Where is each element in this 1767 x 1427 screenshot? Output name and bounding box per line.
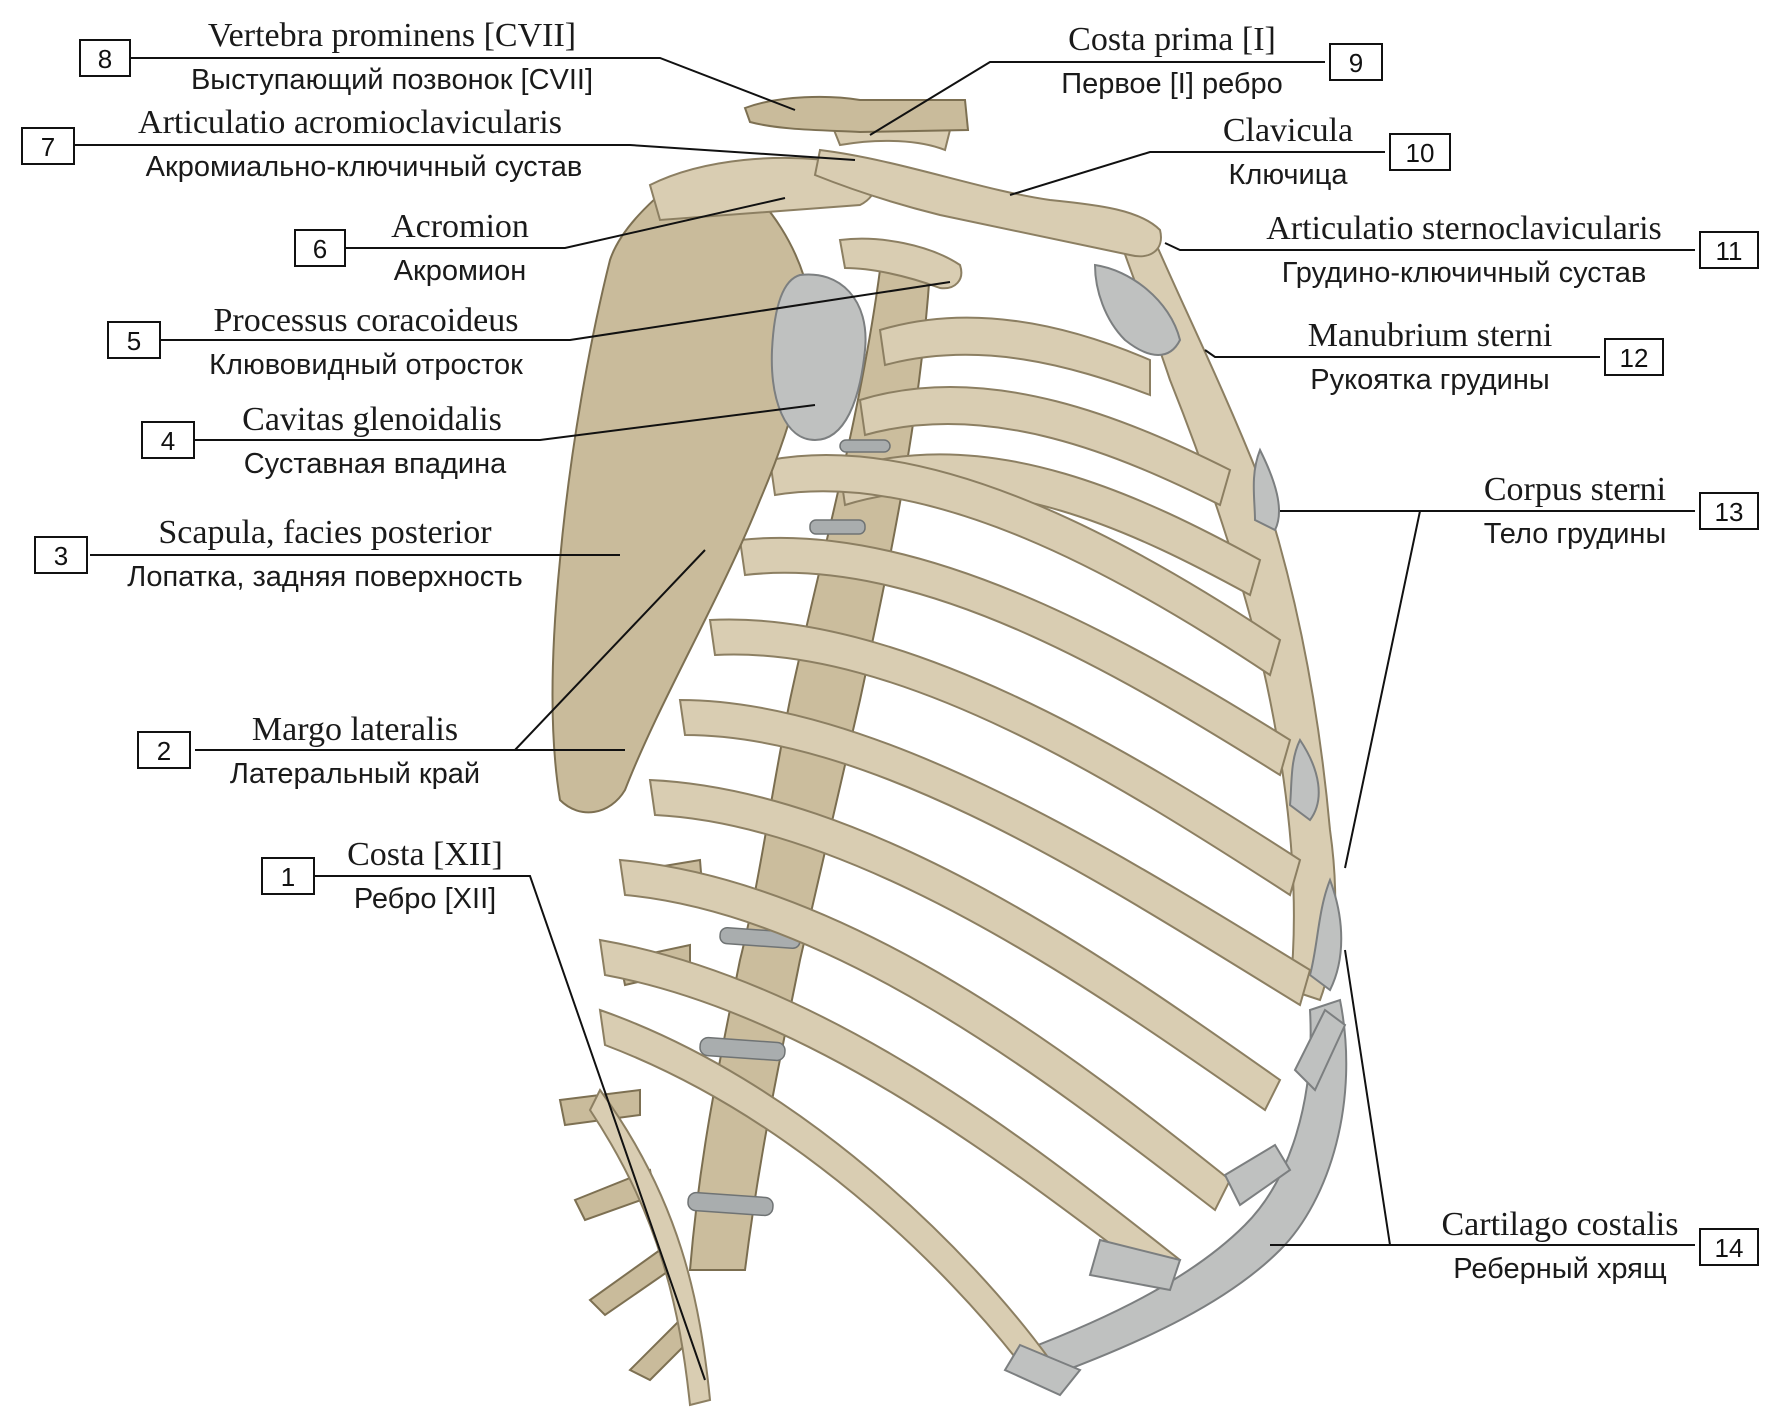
label-latin: Corpus sterni [1484, 471, 1666, 508]
label-russian: Грудино-ключичный сустав [1282, 257, 1647, 289]
label-number-box [79, 39, 131, 77]
label-number: 3 [54, 541, 68, 571]
vertebra-c7 [743, 95, 970, 134]
label-number-box [34, 536, 88, 574]
label-russian: Тело грудины [1484, 518, 1667, 550]
label-number: 10 [1406, 138, 1435, 168]
label-number: 14 [1715, 1233, 1744, 1263]
label-5: 5 Processus coracoideus Клювовидный отро… [107, 302, 523, 381]
label-number: 9 [1349, 48, 1363, 78]
label-1: 1 Costa [XII] Ребро [XII] [261, 836, 503, 915]
label-latin: Cartilago costalis [1441, 1206, 1678, 1243]
label-number: 4 [161, 426, 175, 456]
label-number-box [141, 421, 195, 459]
label-russian: Реберный хрящ [1453, 1253, 1667, 1285]
label-number-box [294, 229, 346, 267]
label-number-box [137, 731, 191, 769]
label-russian: Первое [I] ребро [1061, 68, 1283, 100]
leader-lines [75, 57, 1695, 1381]
ribs [588, 316, 1347, 1407]
label-russian: Ребро [XII] [354, 883, 496, 915]
label-number-box [261, 857, 315, 895]
label-russian: Акромиально-ключичный сустав [146, 151, 583, 183]
label-latin: Costa [XII] [347, 836, 503, 873]
label-russian: Выступающий позвонок [CVII] [191, 64, 593, 96]
label-russian: Латеральный край [230, 758, 480, 790]
label-number-box [1329, 43, 1383, 81]
label-number-box [107, 321, 161, 359]
label-number-box [21, 127, 75, 165]
label-10: 10 Clavicula Ключица [1223, 112, 1451, 191]
label-latin: Articulatio acromioclavicularis [138, 104, 562, 141]
label-6: 6 Acromion Акромион [294, 208, 529, 287]
label-russian: Ключица [1229, 159, 1349, 191]
label-number-box [1699, 492, 1759, 530]
label-number: 11 [1716, 236, 1743, 266]
label-number: 1 [281, 862, 295, 892]
label-8: 8 Vertebra prominens [CVII] Выступающий … [79, 17, 593, 96]
label-number: 12 [1620, 343, 1649, 373]
label-latin: Acromion [391, 208, 529, 245]
label-latin: Cavitas glenoidalis [242, 401, 502, 438]
label-russian: Клювовидный отросток [209, 349, 523, 381]
label-13: 13 Corpus sterni Тело грудины [1484, 471, 1759, 550]
label-latin: Costa prima [I] [1068, 21, 1276, 58]
label-latin: Vertebra prominens [CVII] [208, 17, 576, 54]
label-number: 2 [157, 736, 171, 766]
rib-cage-illustration [551, 95, 1348, 1407]
labels: 8 Vertebra prominens [CVII] Выступающий … [21, 17, 1759, 1285]
label-russian: Рукоятка грудины [1310, 364, 1549, 396]
label-14: 14 Cartilago costalis Реберный хрящ [1441, 1206, 1759, 1285]
label-latin: Clavicula [1223, 112, 1353, 149]
label-latin: Processus coracoideus [214, 302, 519, 339]
label-latin: Articulatio sternoclavicularis [1266, 210, 1662, 247]
label-number-box [1604, 338, 1664, 376]
label-number: 8 [98, 44, 112, 74]
label-russian: Суставная впадина [244, 448, 507, 480]
label-number-box [1699, 1228, 1759, 1266]
label-11: 11 Articulatio sternoclavicularis Грудин… [1266, 210, 1759, 289]
label-9: 9 Costa prima [I] Первое [I] ребро [1061, 21, 1383, 100]
label-number: 7 [41, 132, 55, 162]
clavicle [813, 148, 1162, 258]
label-7: 7 Articulatio acromioclavicularis Акроми… [21, 104, 583, 183]
label-latin: Manubrium sterni [1308, 317, 1553, 354]
label-russian: Лопатка, задняя поверхность [127, 561, 522, 593]
label-number-box [1699, 231, 1759, 269]
label-number: 5 [127, 326, 141, 356]
label-latin: Margo lateralis [252, 711, 458, 748]
label-2: 2 Margo lateralis Латеральный край [137, 711, 480, 790]
label-4: 4 Cavitas glenoidalis Суставная впадина [141, 401, 507, 480]
label-number-box [1389, 133, 1451, 171]
label-latin: Scapula, facies posterior [158, 514, 492, 551]
label-number: 13 [1715, 497, 1744, 527]
label-3: 3 Scapula, facies posterior Лопатка, зад… [34, 514, 523, 593]
label-russian: Акромион [394, 255, 527, 287]
label-12: 12 Manubrium sterni Рукоятка грудины [1308, 317, 1664, 396]
label-number: 6 [313, 234, 327, 264]
